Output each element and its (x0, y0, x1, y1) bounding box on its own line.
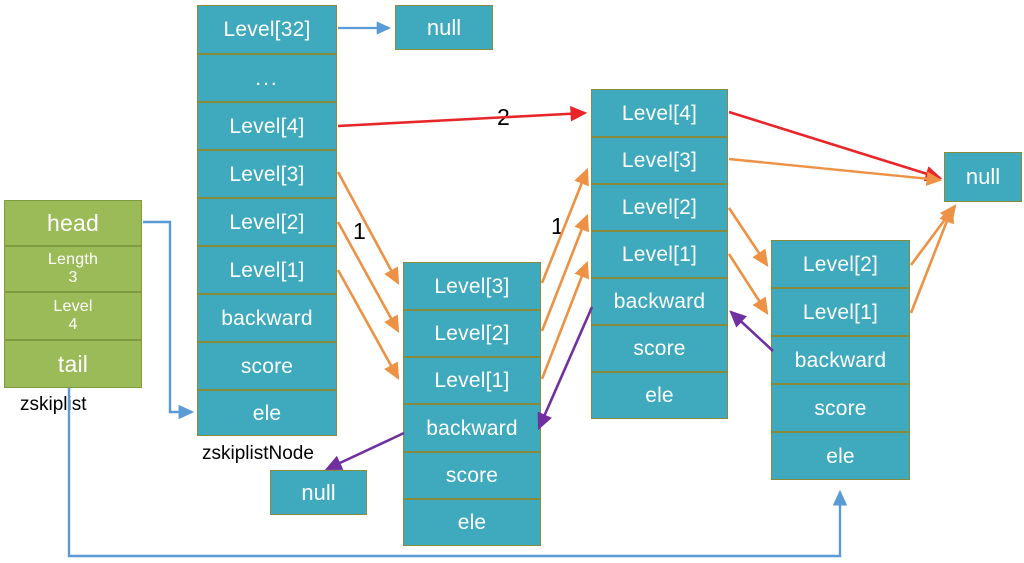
arrow-header-level3-to-node2 (336, 171, 400, 286)
node-header: Level[32] ... Level[4] Level[3] Level[2]… (197, 5, 337, 436)
arrow-node2-level2-to-node3 (540, 213, 589, 332)
span-label-1-right: 1 (551, 213, 564, 239)
arrow-node3-level1-to-node4 (727, 253, 769, 315)
node-2: Level[3] Level[2] Level[1] backward scor… (403, 262, 541, 546)
arrow-node3-level2-to-node4 (727, 207, 769, 267)
node-header-cell-ellipsis: ... (197, 54, 337, 102)
arrow-node4-level1-to-null (909, 205, 954, 314)
null-box-bottom: null (270, 470, 367, 515)
node-3-cell-level1: Level[1] (591, 231, 728, 278)
node-4-cell-level2: Level[2] (771, 240, 910, 288)
node-header-cell-level1: Level[1] (197, 246, 337, 294)
node-3-cell-ele: ele (591, 372, 728, 419)
arrow-node2-level1-to-node3 (540, 260, 590, 380)
node-header-cell-ele: ele (197, 390, 337, 436)
arrow-header-level4-to-node3 (337, 105, 588, 128)
arrow-node2-backward-to-null (324, 431, 405, 471)
arrow-header-level1-to-node2 (336, 269, 400, 381)
zskiplist-level-value: 4 (68, 316, 78, 333)
node-3-cell-level2: Level[2] (591, 184, 728, 231)
zskiplist-field-length: Length 3 (4, 246, 142, 292)
arrow-node2-level3-to-node3 (540, 167, 589, 284)
zskiplist-length-value: 3 (68, 269, 78, 286)
arrow-node4-level2-to-null (909, 204, 957, 266)
arrow-node3-level4-to-null (728, 110, 943, 182)
null-box-top: null (395, 5, 493, 50)
arrow-node3-level3-to-null (728, 157, 943, 186)
node-3-cell-score: score (591, 325, 728, 372)
node-3: Level[4] Level[3] Level[2] Level[1] back… (591, 89, 728, 419)
node-4-cell-score: score (771, 384, 910, 432)
arrow-node3-backward-to-node2 (537, 306, 594, 431)
node-header-cell-level4: Level[4] (197, 102, 337, 150)
arrow-head-pointer (143, 220, 195, 420)
span-label-1-left: 1 (353, 218, 366, 244)
node-4-cell-backward: backward (771, 336, 910, 384)
arrow-node4-backward-to-node3 (729, 310, 774, 352)
node-2-cell-level2: Level[2] (403, 310, 541, 357)
node-2-cell-level1: Level[1] (403, 357, 541, 404)
zskiplist-field-level: Level 4 (4, 292, 142, 340)
node-2-cell-score: score (403, 452, 541, 499)
node-header-cell-level32: Level[32] (197, 5, 337, 54)
node-header-cell-level3: Level[3] (197, 150, 337, 198)
node-header-cell-backward: backward (197, 294, 337, 342)
zskiplist-length-label: Length (47, 250, 99, 268)
node-2-cell-level3: Level[3] (403, 262, 541, 310)
zskiplist-field-head: head (4, 200, 142, 246)
node-3-cell-level3: Level[3] (591, 137, 728, 184)
node-header-cell-level2: Level[2] (197, 198, 337, 246)
zskiplist-caption: zskiplist (20, 394, 87, 415)
node-3-cell-backward: backward (591, 278, 728, 325)
node-3-cell-level4: Level[4] (591, 89, 728, 137)
arrow-header-level2-to-node2 (336, 221, 400, 334)
zskiplist-struct: head Length 3 Level 4 tail (4, 200, 142, 388)
node-header-cell-score: score (197, 342, 337, 390)
node-2-cell-backward: backward (403, 404, 541, 452)
zskiplist-level-label: Level (53, 297, 93, 315)
node-4: Level[2] Level[1] backward score ele (771, 240, 910, 480)
node-4-cell-ele: ele (771, 432, 910, 480)
node-2-cell-ele: ele (403, 499, 541, 546)
null-box-right: null (944, 152, 1022, 202)
zskiplist-field-tail: tail (4, 340, 142, 388)
zskiplistnode-caption: zskiplistNode (202, 443, 314, 464)
span-label-2: 2 (497, 104, 510, 130)
node-4-cell-level1: Level[1] (771, 288, 910, 336)
